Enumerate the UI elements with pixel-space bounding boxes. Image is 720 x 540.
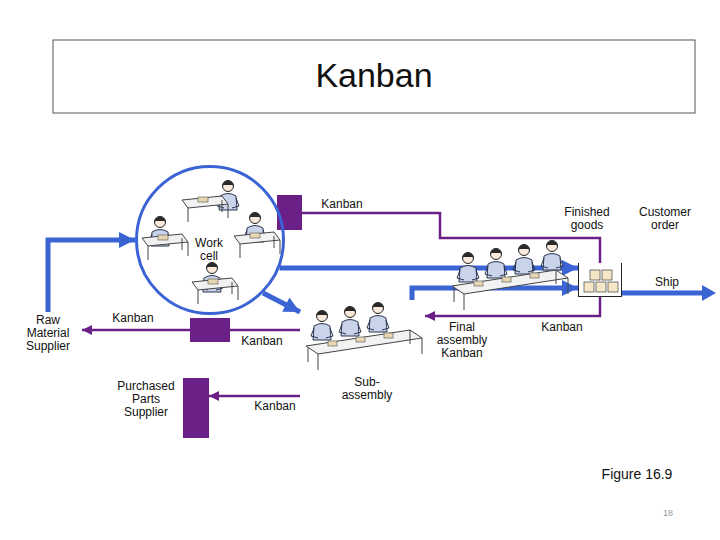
kanban-arrow bbox=[280, 213, 600, 263]
sub-assembly-line bbox=[367, 303, 389, 333]
work-cell: Work cell bbox=[135, 165, 285, 315]
material-flow-arrow bbox=[263, 293, 300, 312]
finished-goods-boxes bbox=[584, 270, 618, 292]
sub-assembly-line bbox=[339, 307, 361, 337]
finished-goods-boxes bbox=[602, 270, 612, 280]
final-assembly-line bbox=[513, 245, 535, 275]
work-cell-workers bbox=[234, 232, 280, 258]
page-number: 18 bbox=[653, 508, 683, 518]
node-label: Sub-assembly bbox=[338, 376, 396, 402]
kanban-label: Kanban bbox=[250, 400, 300, 413]
material-flow-arrow bbox=[412, 288, 578, 300]
kanban-label: Kanban bbox=[537, 321, 587, 334]
kanban-label: Final assembly Kanban bbox=[430, 321, 494, 360]
sub-assembly-line bbox=[311, 311, 333, 341]
sub-assembly-line bbox=[306, 330, 422, 370]
finished-goods-boxes bbox=[596, 282, 606, 292]
kanban-label: Kanban bbox=[237, 335, 287, 348]
finished-goods-boxes bbox=[608, 282, 618, 292]
work-cell-workers bbox=[217, 181, 239, 211]
work-cell-workers bbox=[182, 196, 228, 222]
work-cell-workers bbox=[244, 213, 266, 243]
kanban-arrow bbox=[425, 297, 600, 316]
workstation: Sub-assembly bbox=[300, 300, 425, 400]
work-cell-workers bbox=[142, 234, 188, 260]
work-cell-workers bbox=[201, 263, 223, 293]
customer-order-label: Customer order bbox=[634, 206, 696, 232]
final-assembly-line bbox=[485, 249, 507, 279]
kanban-post bbox=[183, 378, 209, 438]
finished-goods-boxes bbox=[584, 282, 594, 292]
node-label: Raw Material Supplier bbox=[14, 314, 82, 353]
slide-title: Kanban bbox=[53, 55, 695, 95]
ship-arrow bbox=[622, 291, 704, 296]
work-cell-workers bbox=[192, 278, 238, 304]
final-assembly-line bbox=[452, 241, 568, 311]
material-flow-arrow bbox=[48, 240, 135, 312]
kanban-arrow bbox=[209, 395, 300, 398]
finished-goods-boxes bbox=[590, 270, 600, 280]
node-label: Finished goods bbox=[549, 206, 625, 232]
title-frame bbox=[53, 40, 695, 113]
sub-assembly-line bbox=[306, 303, 422, 371]
final-assembly-line bbox=[457, 253, 479, 283]
figure-caption: Figure 16.9 bbox=[587, 466, 687, 483]
supplier: Purchased Parts Supplier bbox=[110, 378, 209, 422]
node-label: Ship bbox=[647, 276, 687, 289]
ship-arrow bbox=[702, 285, 716, 301]
kanban-post bbox=[277, 195, 302, 230]
node-label: Purchased Parts Supplier bbox=[110, 380, 182, 419]
final-assembly-line bbox=[541, 241, 563, 271]
work-cell-workers bbox=[142, 181, 280, 305]
material-flow-arrow bbox=[280, 266, 578, 271]
work-cell-workers bbox=[149, 217, 171, 247]
finished-goods-bin: Finished goodsShip bbox=[578, 263, 622, 297]
supplier: Raw Material Supplier bbox=[14, 312, 82, 356]
kanban-label: Kanban bbox=[108, 312, 158, 325]
node-label: Work cell bbox=[190, 237, 228, 263]
final-assembly-line bbox=[452, 270, 568, 310]
kanban-arrow bbox=[82, 329, 300, 332]
kanban-post bbox=[190, 318, 230, 342]
kanban-label: Kanban bbox=[317, 198, 367, 211]
